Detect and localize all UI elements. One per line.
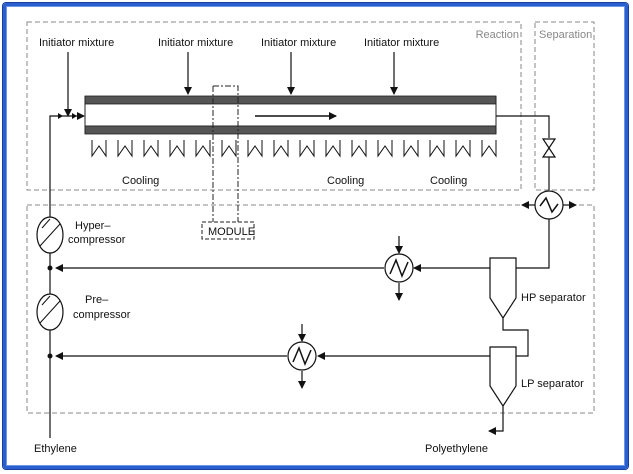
hp-to-lp-line: [502, 318, 529, 357]
reaction-label: Reaction: [476, 29, 519, 41]
heat-exchanger-icon-lp-recycle: [287, 324, 317, 389]
separation-box: [534, 21, 595, 191]
cooling-label-2: Cooling: [327, 175, 364, 187]
reaction-box: [26, 21, 522, 191]
reactor-tube: [84, 95, 497, 135]
initiator-mixture-label-4: Initiator mixture: [364, 37, 439, 49]
lower-box: [26, 204, 595, 414]
reactor-outlet-line: [496, 115, 550, 138]
initiator-mixture-label-3: Initiator mixture: [261, 37, 336, 49]
pre-compressor-label-2: compressor: [73, 309, 131, 321]
window-border: [3, 3, 628, 469]
ethylene-label: Ethylene: [34, 443, 77, 455]
cooling-label-3: Cooling: [430, 175, 467, 187]
module-boundary: [213, 85, 239, 222]
mixing-point-2: [72, 113, 77, 119]
lp-separator-label: LP separator: [521, 378, 584, 390]
initiator-mixture-label-1: Initiator mixture: [39, 37, 114, 49]
hp-separator-vessel: [489, 257, 517, 320]
cooling-jacket-fins: [91, 140, 497, 158]
valve-icon: [541, 138, 557, 158]
separation-label: Separation: [539, 29, 592, 41]
mixing-point-1: [58, 113, 63, 119]
exchanger-to-hp-line: [516, 219, 550, 269]
module-label: MODULE: [208, 226, 255, 238]
pre-compressor-icon: [36, 293, 64, 331]
hp-separator-label: HP separator: [521, 292, 586, 304]
junction-hp-recycle: [47, 265, 53, 271]
hyper-compressor-label-2: compressor: [68, 234, 126, 246]
polyethylene-label: Polyethylene: [425, 443, 488, 455]
junction-lp-recycle: [47, 353, 53, 359]
hyper-compressor-label-1: Hyper–: [75, 220, 111, 232]
feed-line-to-reactor: [49, 112, 85, 220]
module-box: [201, 221, 255, 240]
pre-compressor-label-1: Pre–: [85, 294, 109, 306]
initiator-mixture-label-2: Initiator mixture: [158, 37, 233, 49]
hyper-compressor-icon: [36, 216, 64, 254]
lp-separator-vessel: [489, 346, 517, 408]
heat-exchanger-icon-hp-recycle: [384, 236, 414, 301]
polyethylene-outlet-line: [488, 406, 504, 435]
cooling-label-1: Cooling: [122, 175, 159, 187]
heat-exchanger-icon-top: [521, 190, 577, 220]
